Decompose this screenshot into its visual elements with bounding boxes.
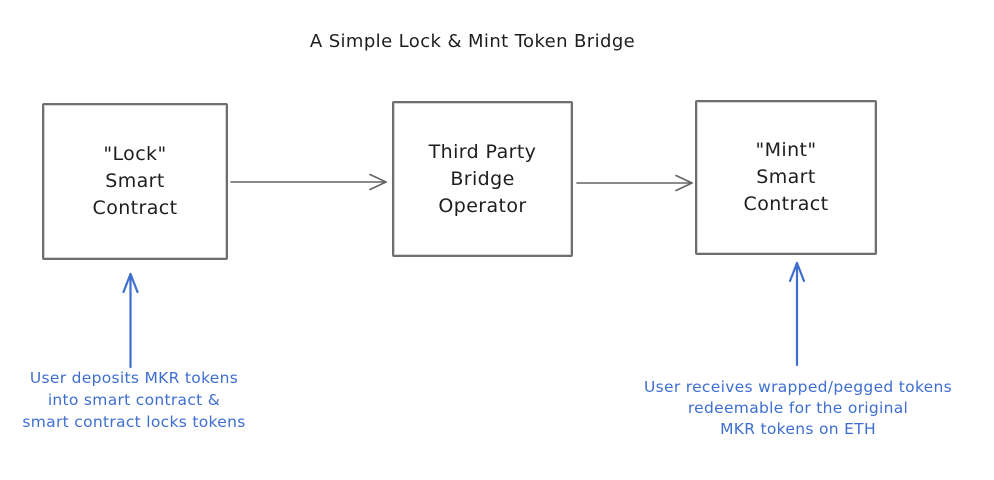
node-label-line: "Lock"	[103, 143, 167, 165]
annotation-deposit-note: User deposits MKR tokens into smart cont…	[10, 367, 258, 433]
node-label-line: Operator	[438, 194, 527, 217]
node-label-line: "Mint"	[755, 139, 817, 161]
annotation-line: redeemable for the original	[687, 399, 909, 417]
annotation-line: smart contract locks tokens	[22, 413, 246, 431]
arrow-lock-to-bridge	[230, 173, 387, 191]
arrow-receive-annotation	[788, 261, 806, 367]
diagram-title: A Simple Lock & Mint Token Bridge	[309, 31, 636, 52]
node-label-line: Third Party	[428, 140, 537, 163]
annotation-line: MKR tokens on ETH	[720, 420, 876, 438]
node-label-line: Smart	[756, 166, 816, 188]
annotation-line: User receives wrapped/pegged tokens	[644, 378, 952, 396]
node-mint-smart-contract: "Mint" Smart Contract	[695, 100, 877, 255]
arrow-bridge-to-mint	[576, 174, 693, 192]
node-label-line: Bridge	[450, 167, 515, 190]
annotation-receive-note: User receives wrapped/pegged tokens rede…	[643, 377, 953, 440]
node-label-line: Contract	[743, 193, 829, 215]
node-label-line: Smart	[105, 170, 165, 192]
node-bridge-operator: Third Party Bridge Operator	[392, 101, 573, 257]
annotation-line: into smart contract &	[47, 391, 221, 409]
node-label-line: Contract	[92, 197, 178, 219]
node-lock-smart-contract: "Lock" Smart Contract	[42, 103, 228, 260]
arrow-deposit-annotation	[122, 272, 139, 369]
annotation-line: User deposits MKR tokens	[29, 369, 239, 387]
